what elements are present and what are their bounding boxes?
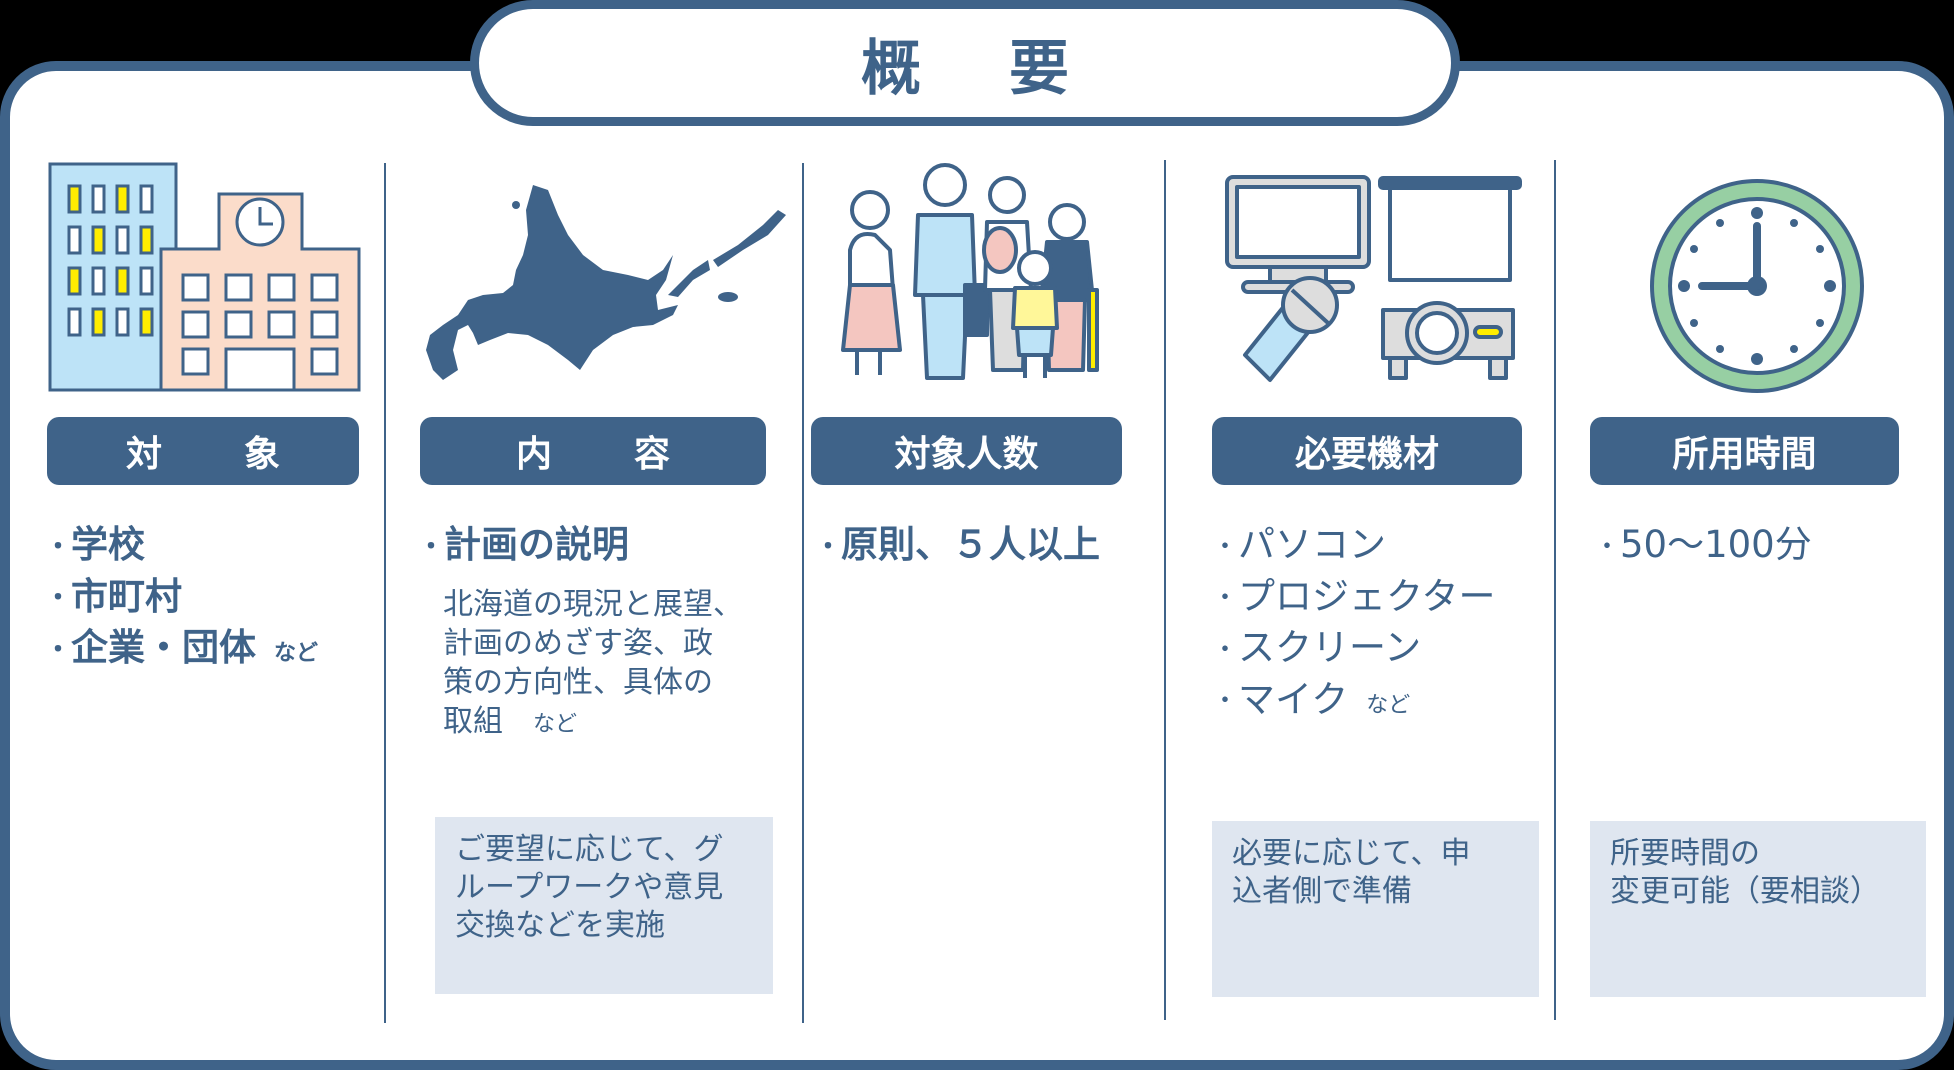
equipment-icon [1225, 175, 1522, 382]
equipment-note: 必要に応じて、申 込者側で準備 [1212, 821, 1539, 997]
clock-icon [1650, 179, 1864, 393]
participants-list: ・原則、５人以上 [815, 520, 1100, 572]
list-item: ・計画の説明 [418, 523, 629, 566]
target-list: ・学校 ・市町村 ・企業・団体など [45, 520, 318, 679]
header-participants: 対象人数 [811, 417, 1122, 485]
duration-list: ・50～100分 [1594, 520, 1812, 572]
list-item: ・企業・団体など [45, 626, 319, 669]
page-title: 概要 [861, 33, 1157, 104]
header-content: 内容 [420, 417, 766, 485]
list-item: ・パソコン [1212, 523, 1386, 566]
list-item: ・市町村 [45, 574, 182, 618]
list-item: ・学校 [45, 523, 145, 566]
header-duration: 所用時間 [1590, 417, 1899, 485]
column-divider [802, 163, 804, 1023]
title-banner: 概要 [470, 0, 1460, 126]
content-detail: 北海道の現況と展望、 計画のめざす姿、政 策の方向性、具体の 取組など [443, 587, 743, 739]
content-list: ・計画の説明 [418, 520, 629, 572]
column-divider [1164, 160, 1166, 1020]
list-item: ・50～100分 [1594, 523, 1812, 566]
people-group-icon [841, 163, 1099, 380]
header-target: 対象 [47, 417, 359, 485]
hokkaido-map-icon [426, 185, 786, 380]
duration-note: 所要時間の 変更可能（要相談） [1590, 821, 1926, 997]
equipment-list: ・パソコン ・プロジェクター ・スクリーン ・マイクなど [1212, 520, 1496, 731]
list-item: ・プロジェクター [1212, 574, 1496, 618]
list-item: ・スクリーン [1212, 626, 1422, 669]
column-divider [1554, 160, 1556, 1020]
content-note: ご要望に応じて、グ ループワークや意見 交換などを実施 [435, 817, 773, 994]
list-item: ・マイクなど [1212, 677, 1411, 721]
list-item: ・原則、５人以上 [815, 523, 1100, 566]
header-equipment: 必要機材 [1212, 417, 1522, 485]
buildings-icon [48, 162, 361, 392]
column-divider [384, 163, 386, 1023]
